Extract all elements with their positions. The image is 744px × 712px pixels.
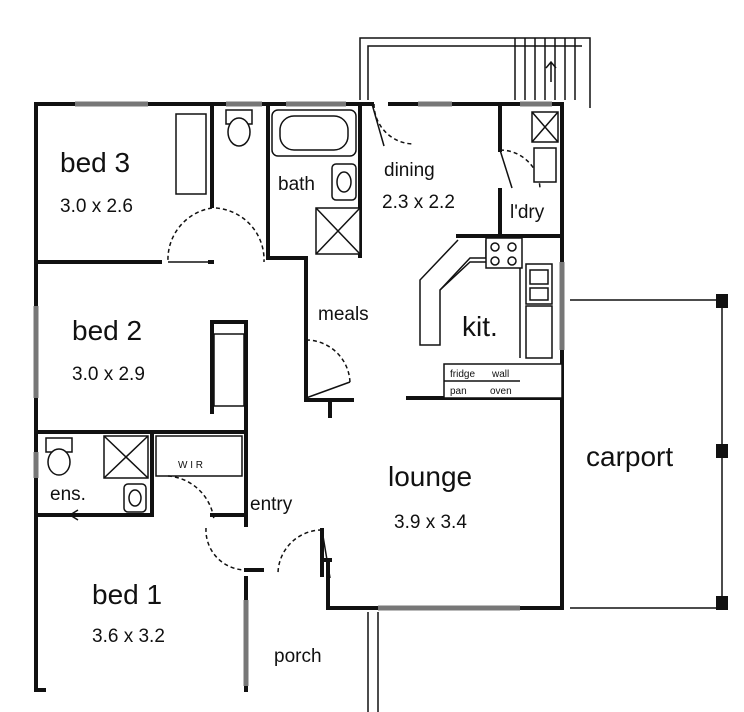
fridge-label: fridge <box>450 369 475 380</box>
bed3-name: bed 3 <box>60 147 130 178</box>
bed2-size: 3.0 x 2.9 <box>72 364 145 385</box>
ensuite-fixtures <box>45 435 149 521</box>
deck-stairs <box>359 37 591 108</box>
walk-in-robe: W I R <box>155 435 243 477</box>
entry-name: entry <box>250 494 293 515</box>
meals-name: meals <box>318 304 369 325</box>
door-swings <box>167 103 541 579</box>
kitchen-fixtures: fridge wall pan oven <box>419 237 563 399</box>
wir-label: W I R <box>178 460 203 471</box>
bed1-size: 3.6 x 3.2 <box>92 626 165 647</box>
bed2-name: bed 2 <box>72 315 142 346</box>
porch-name: porch <box>274 646 322 667</box>
lounge-name: lounge <box>388 461 472 492</box>
carport-posts <box>570 294 728 610</box>
oven-label: oven <box>490 386 512 397</box>
ldry-name: l'dry <box>510 202 545 223</box>
kit-name: kit. <box>462 311 498 342</box>
bed1-name: bed 1 <box>92 579 162 610</box>
room-labels: bed 3 3.0 x 2.6 bed 2 3.0 x 2.9 bed 1 3.… <box>50 147 673 667</box>
dining-size: 2.3 x 2.2 <box>382 192 455 213</box>
bath-fixtures <box>225 109 361 255</box>
basin-icon <box>331 163 357 201</box>
laundry-fixtures <box>531 111 559 183</box>
bed3-size: 3.0 x 2.6 <box>60 196 133 217</box>
ens-name: ens. <box>50 484 86 505</box>
porch-posts <box>367 612 379 712</box>
windows <box>33 101 565 686</box>
wall-oven-label: wall <box>491 369 509 380</box>
bath-name: bath <box>278 174 315 195</box>
pantry-label: pan <box>450 386 467 397</box>
carport-name: carport <box>586 441 673 472</box>
lounge-size: 3.9 x 3.4 <box>394 512 467 533</box>
dining-name: dining <box>384 160 435 181</box>
wardrobes <box>175 113 245 407</box>
